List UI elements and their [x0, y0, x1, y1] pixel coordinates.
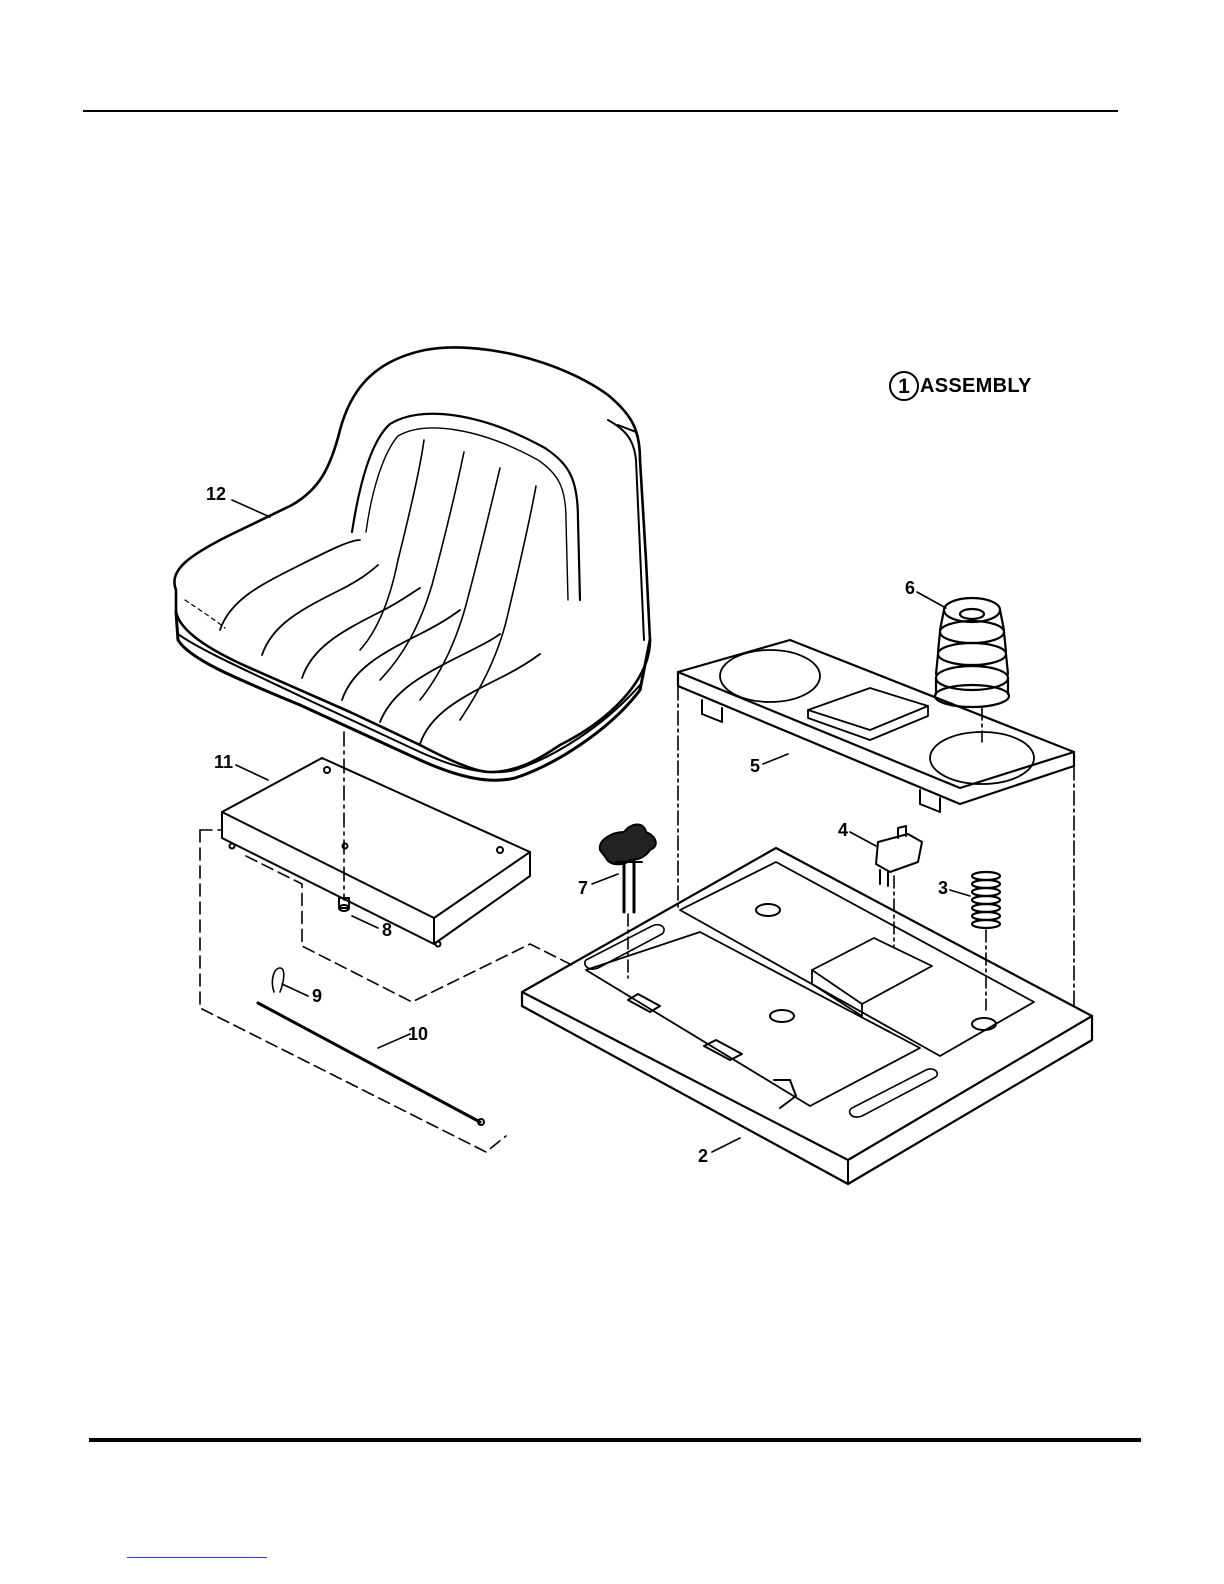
- footer-link-underline[interactable]: [127, 1557, 267, 1558]
- bumper-part-6: [935, 598, 1009, 707]
- callout-6: 6: [905, 578, 915, 598]
- spring-part-3: [972, 872, 1000, 928]
- bottom-rule: [89, 1438, 1141, 1442]
- callout-5: 5: [750, 756, 760, 776]
- rod-part-10: [258, 1003, 484, 1125]
- callout-8: 8: [382, 920, 392, 940]
- callout-labels: 12 11 6 5 4 3 7 8 9 10 2: [206, 484, 948, 1166]
- callout-11: 11: [214, 752, 233, 772]
- console-part-5: [678, 640, 1074, 1008]
- hinge-phantom-lines: [200, 830, 574, 1152]
- callout-7: 7: [578, 878, 588, 898]
- knob-part-7: [600, 825, 656, 913]
- callout-3: 3: [938, 878, 948, 898]
- leader-lines: [232, 500, 970, 1152]
- bracket-part-11: [222, 758, 530, 947]
- callout-4: 4: [838, 820, 848, 840]
- switch-part-4: [876, 826, 922, 886]
- seat-part-12: [174, 347, 650, 780]
- base-part-2: [522, 848, 1092, 1184]
- callout-2: 2: [698, 1146, 708, 1166]
- callout-12: 12: [206, 484, 226, 504]
- callout-9: 9: [312, 986, 322, 1006]
- hairpin-part-9: [272, 968, 283, 992]
- callout-10: 10: [408, 1024, 428, 1044]
